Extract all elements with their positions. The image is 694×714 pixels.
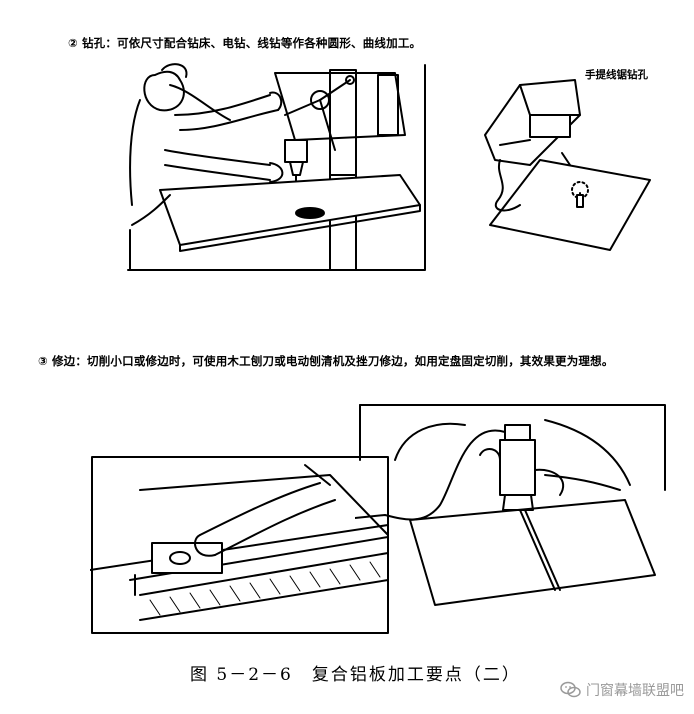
drill-press-illustration xyxy=(120,55,430,280)
section-3-heading: ③ 修边：切削小口或修边时，可使用木工刨刀或电动刨清机及挫刀修边，如用定盘固定切削… xyxy=(38,353,614,369)
router-trim-illustration xyxy=(355,400,670,610)
watermark-text: 门窗幕墙联盟吧 xyxy=(586,680,684,700)
planing-illustration xyxy=(90,455,390,635)
section-2-text: 钻孔：可依尺寸配合钻床、电钻、线钻等作各种圆形、曲线加工。 xyxy=(82,36,421,50)
section-2-heading: ② 钻孔：可依尺寸配合钻床、电钻、线钻等作各种圆形、曲线加工。 xyxy=(68,35,421,51)
section-3-text: 修边：切削小口或修边时，可使用木工刨刀或电动刨清机及挫刀修边，如用定盘固定切削，… xyxy=(52,354,614,368)
jigsaw-illustration xyxy=(470,75,685,260)
section-3-number: ③ xyxy=(38,354,48,368)
watermark: 门窗幕墙联盟吧 xyxy=(560,680,684,700)
figure-caption: 图 5－2－6 复合铝板加工要点（二） xyxy=(190,660,521,685)
wechat-icon xyxy=(560,681,582,699)
section-2-number: ② xyxy=(68,36,78,50)
